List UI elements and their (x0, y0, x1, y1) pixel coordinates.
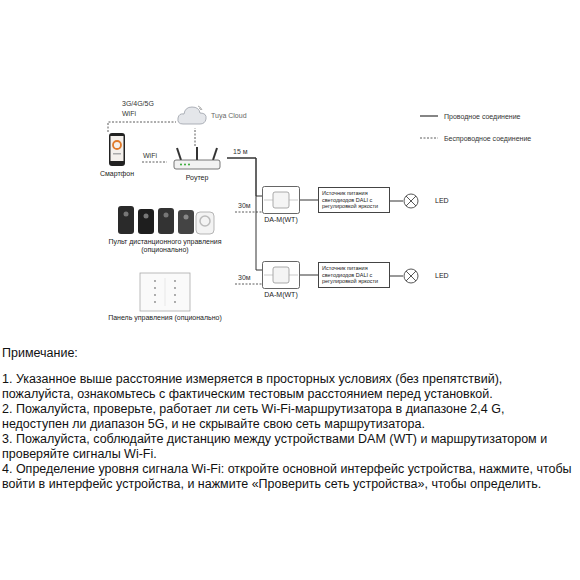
node-label: Панель управления (опционально) (108, 314, 222, 322)
power-supply-box: Источник питания светодиодов DALI с регу… (318, 187, 390, 213)
router-icon (171, 146, 223, 172)
remote-control: Пульт дистанционного управления (опциона… (95, 204, 235, 254)
cloud-service-icon (176, 104, 208, 128)
legend-entry: Проводное соединение (420, 112, 521, 120)
node-label: Источник питания светодиодов DALI с регу… (322, 190, 378, 209)
node-label: Tuya Cloud (211, 112, 247, 120)
connector (108, 122, 176, 132)
connector (300, 200, 318, 201)
router: Роутер (167, 146, 227, 182)
control-panel-icon (139, 272, 191, 312)
edge-label: 30м (237, 274, 252, 281)
node-label: Источник питания светодиодов DALI с регу… (322, 265, 378, 284)
led-lamp: LED (403, 268, 449, 284)
node-label: LED (435, 197, 449, 205)
node-label: Пульт дистанционного управления (опциона… (95, 238, 235, 254)
led-lamp-icon (403, 193, 419, 209)
legend-entry: Беспроводное соединение (420, 134, 531, 142)
led-lamp-icon (403, 268, 419, 284)
dali-module-icon (262, 261, 300, 289)
legend-text: Проводное соединение (444, 113, 521, 120)
connector (227, 158, 262, 196)
edge-label: WiFi (142, 152, 158, 159)
node-label: Роутер (186, 174, 209, 182)
note-text: 1. Указанное выше расстояние измеряется … (2, 372, 574, 402)
node-label: DA-M(WT) (264, 216, 297, 224)
led-lamp: LED (403, 193, 449, 209)
network-label: 3G/4G/5G (122, 100, 154, 107)
legend-text: Беспроводное соединение (444, 135, 531, 142)
node-label: DA-M(WT) (264, 291, 297, 299)
dali-module: DA-M(WT) (262, 261, 300, 299)
connector (195, 128, 196, 146)
dali-module: DA-M(WT) (262, 186, 300, 224)
connector (390, 201, 403, 202)
power-supply-box: Источник питания светодиодов DALI с регу… (318, 262, 390, 288)
dali-module-icon (262, 186, 300, 214)
note-text: 4. Определение уровня сигнала Wi-Fi: отк… (2, 462, 574, 492)
connector (390, 276, 403, 277)
node-label: LED (435, 272, 449, 280)
smartphone: Смартфон (92, 132, 142, 178)
edge-label: 30м (237, 202, 252, 209)
node-label: Смартфон (100, 170, 134, 178)
note-text: Примечание: (2, 346, 574, 361)
edge-label: 15 м (232, 148, 249, 155)
connector (142, 162, 167, 163)
note-text: 3. Пожалуйста, соблюдайте дистанцию межд… (2, 432, 574, 462)
note-text: 2. Пожалуйста, проверьте, работает ли се… (2, 402, 574, 432)
network-label: WiFi (122, 110, 136, 117)
connector (235, 212, 262, 213)
legend-sample (420, 134, 440, 142)
remote-control-icon (110, 204, 220, 236)
connector (235, 284, 262, 285)
connector (227, 158, 262, 270)
legend-sample (420, 112, 440, 120)
smartphone-icon (107, 132, 127, 168)
cloud-service: Tuya Cloud (176, 104, 247, 128)
control-panel: Панель управления (опционально) (95, 272, 235, 322)
connector (300, 275, 318, 276)
